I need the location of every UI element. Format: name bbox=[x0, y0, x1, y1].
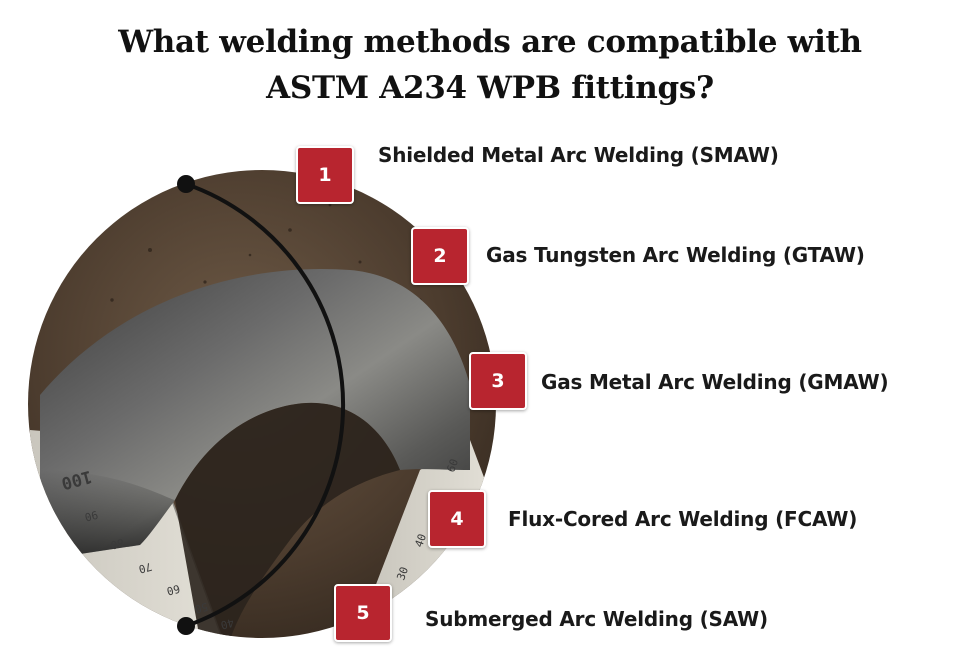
ring-arc bbox=[185, 182, 346, 628]
method-label-gtaw: Gas Tungsten Arc Welding (GTAW) bbox=[486, 243, 865, 267]
badge-4: 4 bbox=[428, 490, 486, 548]
elbow-shadow bbox=[40, 470, 175, 560]
ruler-number: 40 bbox=[412, 532, 429, 549]
badge-2: 2 bbox=[411, 227, 469, 285]
background-speckles bbox=[110, 203, 422, 302]
ruler-number: 60 bbox=[165, 582, 181, 598]
ruler-number: 80 bbox=[109, 536, 125, 552]
ruler-number: 40 bbox=[219, 616, 235, 632]
ruler-number: 60 bbox=[444, 457, 461, 474]
ring-end-dot-top bbox=[177, 175, 195, 193]
ruler-number: 50 bbox=[193, 600, 209, 616]
ruler-number: 90 bbox=[83, 508, 99, 524]
method-label-fcaw: Flux-Cored Arc Welding (FCAW) bbox=[508, 507, 858, 531]
ruler-number: 30 bbox=[394, 565, 411, 582]
badge-1: 1 bbox=[296, 146, 354, 204]
pipe-elbow bbox=[40, 268, 470, 560]
title-line-1: What welding methods are compatible with bbox=[118, 24, 862, 60]
method-label-gmaw: Gas Metal Arc Welding (GMAW) bbox=[541, 370, 889, 394]
ruler-number: 70 bbox=[137, 560, 153, 576]
title-line-2: ASTM A234 WPB fittings? bbox=[266, 70, 714, 106]
badge-5: 5 bbox=[334, 584, 392, 642]
photo-content bbox=[28, 170, 496, 638]
method-label-smaw: Shielded Metal Arc Welding (SMAW) bbox=[378, 143, 779, 167]
method-label-saw: Submerged Arc Welding (SAW) bbox=[425, 607, 768, 631]
badge-3: 3 bbox=[469, 352, 527, 410]
ring-end-dot-bottom bbox=[177, 617, 195, 635]
elbow-inner bbox=[175, 402, 400, 638]
